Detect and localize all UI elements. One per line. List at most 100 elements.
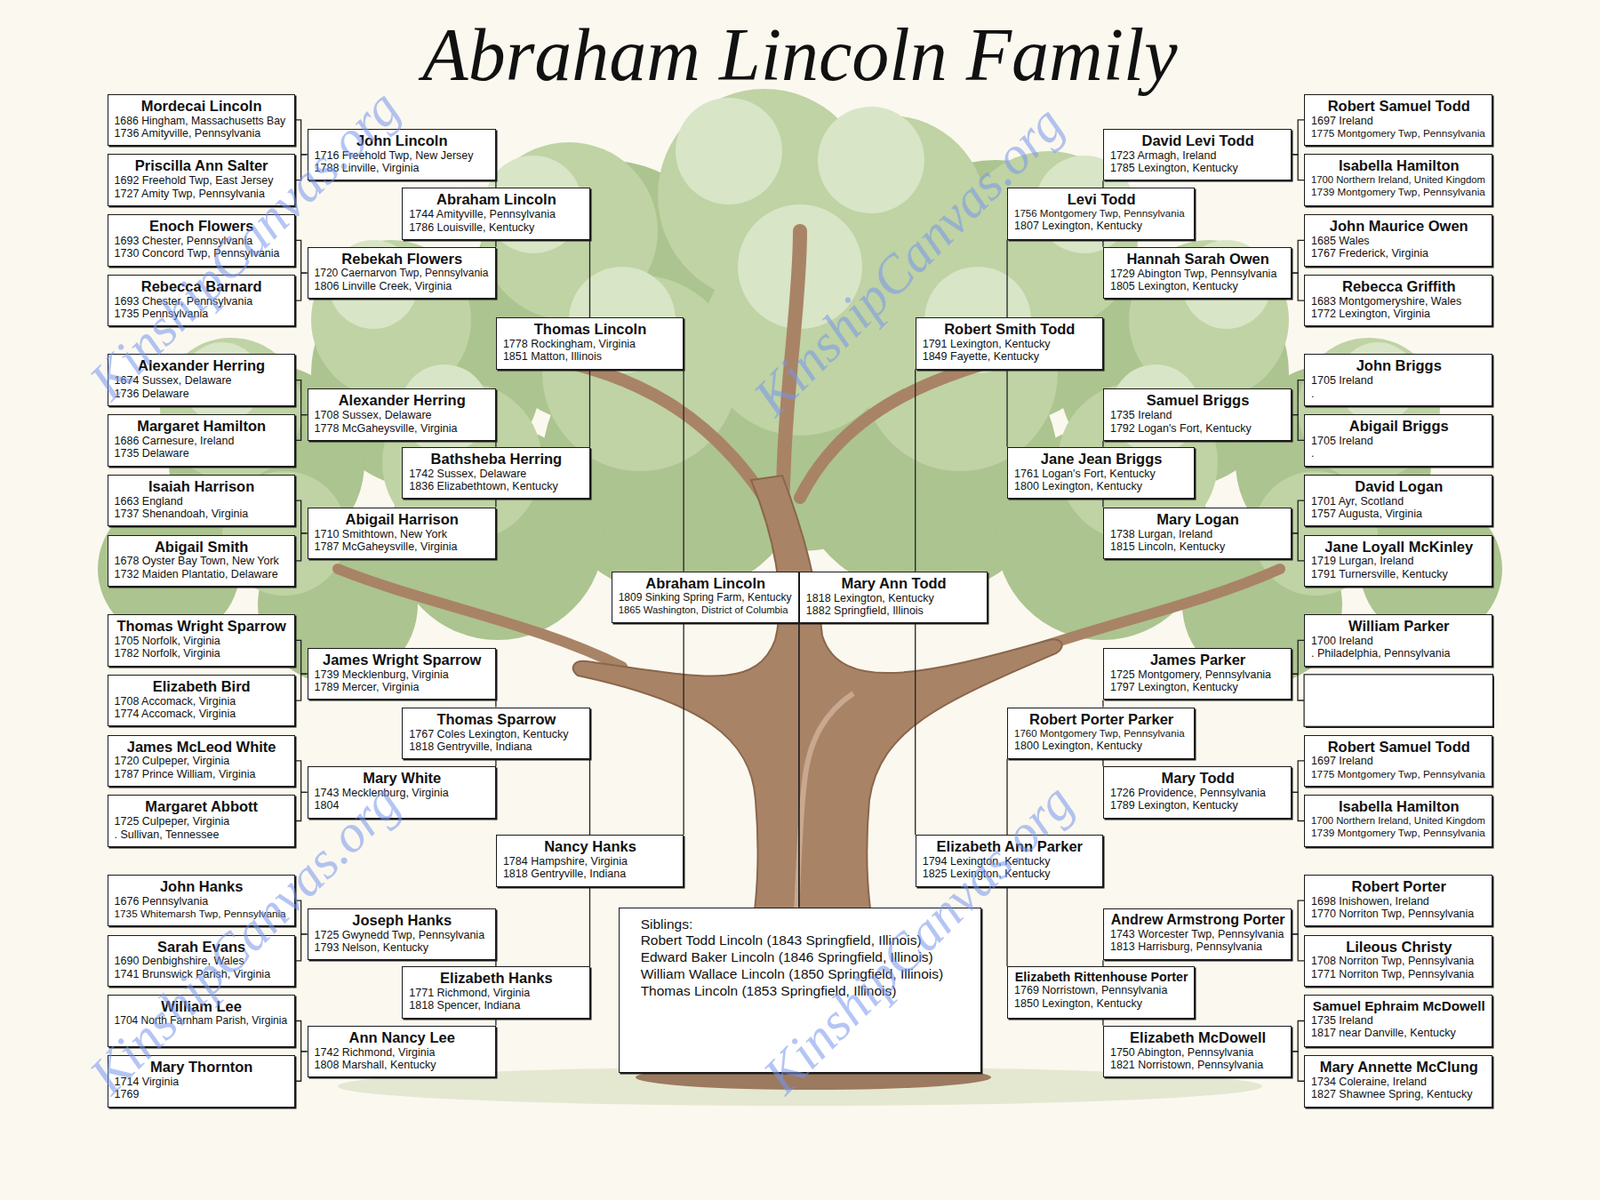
- life-dates: 1736 Delaware: [114, 387, 289, 400]
- person-name: Robert Smith Todd: [922, 320, 1097, 338]
- life-dates: 1708 Accomack, Virginia: [114, 695, 289, 708]
- lineage-line: [1291, 154, 1304, 181]
- lineage-line: [1102, 180, 1104, 188]
- lineage-line: [495, 180, 496, 188]
- lineage-line: [682, 623, 684, 835]
- lineage-line: [589, 887, 591, 968]
- person-box: Nancy Hanks1784 Hampshire, Virginia1818 …: [496, 834, 684, 888]
- life-dates: 1775 Montgomery Twp, Pennsylvania: [1311, 127, 1487, 140]
- person-name: Abraham Lincoln: [408, 191, 584, 208]
- person-box: Isabella Hamilton1700 Northern Ireland, …: [1304, 153, 1493, 207]
- life-dates: 1737 Shenandoah, Virginia: [114, 507, 289, 520]
- person-name: Elizabeth Hanks: [408, 969, 584, 987]
- person-box: Rebecca Griffith1683 Montgomeryshire, Wa…: [1304, 274, 1493, 328]
- life-dates: 1705 Ireland: [1311, 434, 1487, 448]
- person-name: Thomas Sparrow: [408, 711, 584, 728]
- lineage-line: [1291, 1021, 1304, 1052]
- life-dates: 1693 Chester, Pennsylvania: [114, 295, 289, 308]
- title: Abraham Lincoln Family: [0, 17, 1600, 93]
- person-box: Levi Todd1756 Montgomery Twp, Pennsylvan…: [1007, 187, 1195, 240]
- life-dates: 1818 Lexington, Kentucky: [806, 592, 982, 605]
- lineage-line: [1291, 1051, 1304, 1081]
- person-box: Hannah Sarah Owen1729 Abington Twp, Penn…: [1103, 247, 1292, 300]
- life-dates: 1817 near Danville, Kentucky: [1311, 1026, 1487, 1040]
- person-name: Elizabeth McDowell: [1110, 1029, 1286, 1047]
- person-box: Alexander Herring1708 Sussex, Delaware17…: [307, 388, 496, 441]
- lineage-line: [295, 1051, 308, 1081]
- person-box: Abigail Smith1678 Oyster Bay Town, New Y…: [107, 535, 296, 588]
- life-dates: 1789 Lexington, Kentucky: [1110, 799, 1286, 812]
- life-dates: 1791 Turnersville, Kentucky: [1311, 568, 1487, 581]
- life-dates: 1676 Pennsylvania: [114, 895, 289, 908]
- person-box: Abraham Lincoln1809 Sinking Spring Farm,…: [611, 571, 800, 624]
- life-dates: 1778 Rockingham, Virginia: [503, 337, 678, 351]
- person-box: Sarah Evans1690 Denbighshire, Wales1741 …: [107, 935, 296, 988]
- lineage-line: [1006, 240, 1008, 318]
- person-name: Lileous Christy: [1311, 938, 1487, 956]
- life-dates: 1704 North Farnham Parish, Virginia: [114, 1015, 289, 1028]
- life-dates: 1818 Spencer, Indiana: [408, 999, 584, 1012]
- life-dates: 1794 Lexington, Kentucky: [922, 855, 1097, 868]
- life-dates: 1761 Logan's Fort, Kentucky: [1014, 467, 1189, 480]
- life-dates: 1735 Pennsylvania: [114, 307, 289, 320]
- life-dates: 1741 Brunswick Parish, Virginia: [114, 968, 289, 981]
- life-dates: 1827 Shawnee Spring, Kentucky: [1311, 1088, 1487, 1101]
- life-dates: 1825 Lexington, Kentucky: [922, 867, 1097, 880]
- person-box: Robert Porter1698 Inishowen, Ireland1770…: [1304, 874, 1493, 928]
- life-dates: 1784 Hampshire, Virginia: [503, 855, 678, 868]
- person-name: Margaret Hamilton: [114, 417, 289, 435]
- life-dates: 1686 Hingham, Massachusetts Bay: [114, 114, 289, 128]
- person-name: Mordecai Lincoln: [114, 97, 289, 115]
- life-dates: 1767 Frederick, Virginia: [1311, 247, 1487, 260]
- life-dates: 1725 Montgomery, Pennsylvania: [1110, 668, 1286, 681]
- person-box: Samuel Briggs1735 Ireland1792 Logan's Fo…: [1103, 388, 1292, 441]
- person-box: David Levi Todd1723 Armagh, Ireland1785 …: [1103, 128, 1292, 182]
- person-box: Samuel Ephraim McDowell1735 Ireland1817 …: [1304, 994, 1493, 1048]
- leaf: [675, 97, 783, 205]
- life-dates: 1663 England: [114, 495, 289, 508]
- person-name: Mary Annette McClung: [1311, 1058, 1487, 1076]
- person-box: Elizabeth Hanks1771 Richmond, Virginia18…: [401, 966, 590, 1019]
- person-box: Robert Samuel Todd1697 Ireland1775 Montg…: [1304, 94, 1493, 147]
- person-box: Jane Loyall McKinley1719 Lurgan, Ireland…: [1304, 535, 1493, 588]
- life-dates: 1698 Inishowen, Ireland: [1311, 895, 1487, 908]
- person-name: Isabella Hamilton: [1311, 157, 1487, 175]
- life-dates: 1793 Nelson, Kentucky: [314, 941, 490, 954]
- lineage-line: [295, 120, 308, 155]
- person-box: John Briggs1705 Ireland.: [1304, 353, 1493, 407]
- lineage-line: [589, 759, 591, 835]
- person-name: Rebecca Barnard: [114, 278, 289, 296]
- life-dates: 1769: [114, 1088, 289, 1101]
- person-name: Mary White: [314, 769, 490, 787]
- lineage-line: [295, 154, 308, 181]
- person-name: Robert Porter Parker: [1014, 711, 1189, 728]
- leaf-cluster: [97, 115, 1503, 685]
- siblings-box: Siblings:Robert Todd Lincoln (1843 Sprin…: [618, 907, 983, 1073]
- person-box: James Wright Sparrow1739 Mecklenburg, Vi…: [307, 648, 496, 701]
- lineage-line: [1102, 1018, 1104, 1026]
- life-dates: 1710 Smithtown, New York: [314, 528, 490, 541]
- person-name: Jane Jean Briggs: [1014, 450, 1189, 468]
- life-dates: 1786 Louisville, Kentucky: [408, 221, 584, 234]
- person-box: Bathsheba Herring1742 Sussex, Delaware18…: [401, 447, 590, 500]
- person-box: Elizabeth Ann Parker1794 Lexington, Kent…: [915, 834, 1104, 888]
- life-dates: .: [1311, 447, 1487, 460]
- life-dates: 1808 Marshall, Kentucky: [314, 1058, 490, 1072]
- person-name: Samuel Briggs: [1110, 392, 1286, 409]
- person-box: Ann Nancy Lee1742 Richmond, Virginia1808…: [307, 1025, 496, 1079]
- lineage-line: [295, 533, 308, 561]
- life-dates: 1705 Norfolk, Virginia: [114, 634, 289, 648]
- person-box: Jane Jean Briggs1761 Logan's Fort, Kentu…: [1007, 447, 1195, 500]
- person-box: Mary Ann Todd1818 Lexington, Kentucky188…: [799, 571, 988, 624]
- life-dates: 1735 Whitemarsh Twp, Pennsylvania: [114, 907, 289, 920]
- lineage-line: [1102, 240, 1104, 248]
- lineage-line: [798, 623, 800, 907]
- lineage-line: [914, 623, 916, 835]
- person-name: Alexander Herring: [114, 357, 289, 375]
- life-dates: 1686 Carnesure, Ireland: [114, 434, 289, 448]
- person-name: Mary Logan: [1110, 511, 1286, 528]
- person-box: Thomas Lincoln1778 Rockingham, Virginia1…: [496, 317, 684, 370]
- life-dates: 1785 Lexington, Kentucky: [1110, 161, 1286, 175]
- life-dates: 1729 Abington Twp, Pennsylvania: [1110, 267, 1286, 280]
